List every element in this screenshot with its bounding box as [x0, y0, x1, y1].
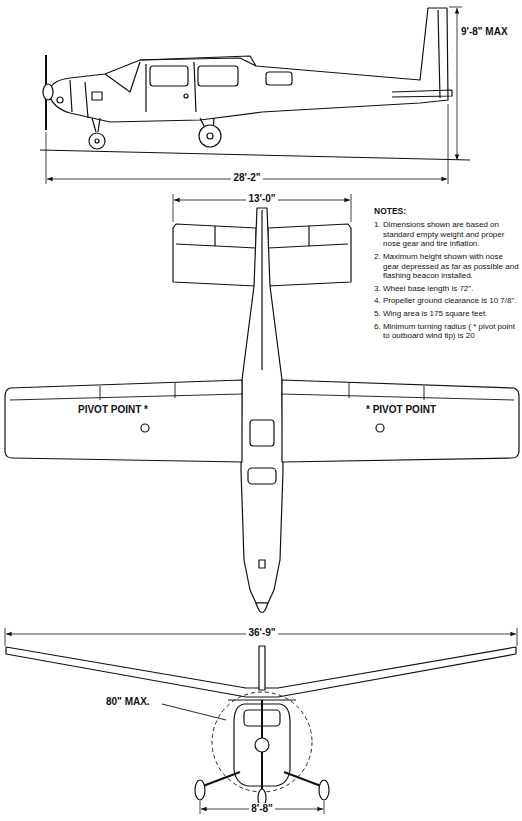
leader-line [162, 704, 226, 720]
dimension-line [457, 8, 458, 160]
control-surfaces [10, 383, 514, 400]
extension-line [200, 801, 324, 814]
notes-block: NOTES: 1. Dimensions shown are based on s… [374, 206, 520, 344]
windshield [105, 62, 140, 92]
pivot-point-label: * PIVOT POINT [366, 404, 436, 416]
main-gear-leg [203, 772, 321, 786]
pivot-point-mark [141, 424, 149, 432]
rear-window [266, 72, 292, 85]
note-text: 3. Wheel base length is 72". [374, 284, 520, 294]
door-handle [184, 94, 188, 98]
fin-centerline [261, 210, 262, 370]
wing-left [5, 380, 242, 462]
dimension-label: 13'-0" [246, 193, 277, 205]
wing-root [140, 56, 256, 66]
cowl-vent [92, 92, 102, 100]
dimension-label: 80" MAX. [106, 696, 150, 708]
dimension-label: 36'-9" [246, 627, 277, 639]
nose-hub [95, 139, 99, 143]
main-wheel [199, 125, 221, 147]
propeller-blade [261, 700, 263, 790]
nose-gear [92, 118, 100, 132]
top-view [5, 194, 519, 613]
fuel-cap [259, 560, 265, 568]
notes-heading: NOTES: [374, 206, 520, 216]
rudder-line [438, 10, 440, 98]
spinner [43, 84, 53, 100]
note-text: 6. Minimum turning radius ( * pivot poin… [374, 322, 520, 341]
dimension-label: 28'-2" [231, 172, 262, 184]
dimension-label: 9'-8" MAX [461, 26, 508, 38]
wing-right [282, 380, 519, 462]
side-view [40, 7, 470, 184]
main-wheel-front [195, 780, 205, 800]
cowl-lines [70, 80, 88, 118]
rear-window-top [250, 420, 274, 446]
main-hub [207, 133, 213, 139]
pivot-point-label: PIVOT POINT * [78, 404, 148, 416]
dimension-label: 8'-8" [249, 803, 275, 815]
pivot-point-mark [376, 424, 384, 432]
note-text: 4. Propeller ground clearance is 10 7/8"… [374, 296, 520, 306]
note-text: 2. Maximum height shown with nose gear d… [374, 252, 520, 281]
main-wheel-front [319, 780, 329, 800]
air-inlet [57, 97, 63, 103]
extension-line [46, 7, 462, 184]
fuselage-top [241, 208, 283, 603]
wing-front [6, 647, 516, 697]
side-window [198, 66, 238, 86]
fin-front [259, 646, 265, 690]
extension-line [5, 628, 517, 646]
windshield-top [248, 468, 276, 484]
horizontal-stabilizer [392, 90, 452, 97]
nose-wheel [89, 133, 105, 149]
note-text: 1. Dimensions shown are based on standar… [374, 220, 520, 249]
door [146, 62, 196, 112]
spinner-front [255, 738, 269, 752]
spinner-top [256, 603, 268, 613]
side-window [150, 66, 188, 86]
note-text: 5. Wing area is 175 square feet. [374, 309, 520, 319]
fuselage-side [48, 8, 448, 122]
front-view [5, 628, 517, 814]
ground-line [40, 150, 470, 160]
